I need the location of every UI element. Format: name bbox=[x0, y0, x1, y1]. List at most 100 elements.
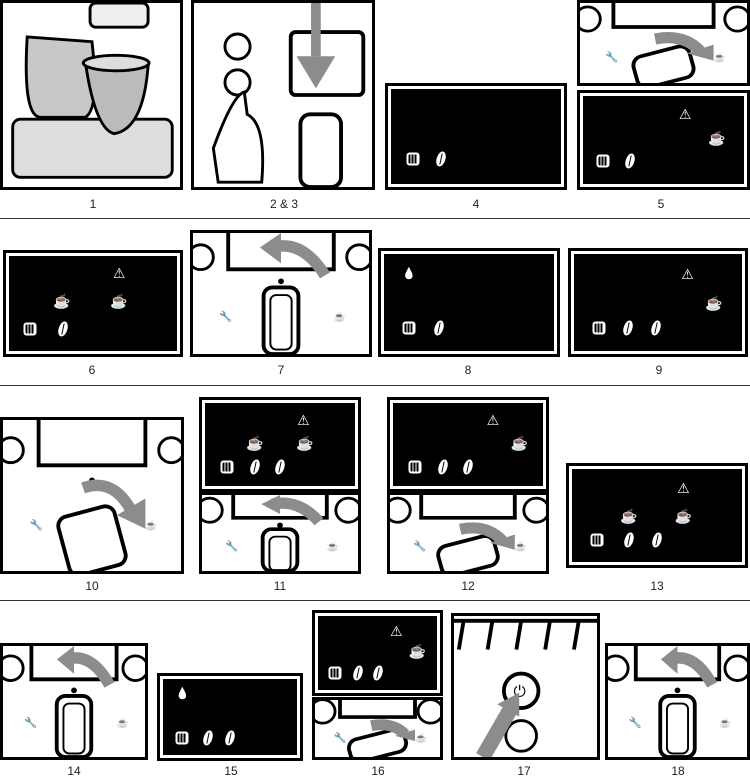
svg-text:☕: ☕ bbox=[334, 311, 346, 323]
knob-panel: 🔧☕ bbox=[0, 643, 148, 760]
power-button-illustration-drawing: ⏻ bbox=[454, 618, 597, 757]
bean-icon bbox=[650, 532, 664, 548]
bean-icon bbox=[351, 665, 364, 681]
knob-panel-drawing: 🔧☕ bbox=[580, 3, 747, 83]
svg-text:🔧: 🔧 bbox=[334, 731, 347, 744]
bean-icon bbox=[248, 459, 262, 475]
svg-text:🔧: 🔧 bbox=[629, 716, 642, 729]
divider bbox=[0, 218, 750, 219]
step-number-label: 6 bbox=[88, 363, 96, 377]
press-button-illustration-drawing bbox=[211, 3, 366, 187]
knob-panel-drawing: 🔧☕ bbox=[202, 495, 358, 571]
step-number-label: 7 bbox=[277, 363, 285, 377]
bean-icon bbox=[57, 321, 70, 337]
cup-icon: ☕ bbox=[52, 293, 71, 310]
step-number-label: 11 bbox=[273, 579, 287, 593]
bean-icon bbox=[201, 730, 214, 745]
display-panel: ⚠☕ bbox=[577, 90, 750, 190]
knob-panel-drawing: 🔧☕ bbox=[315, 700, 440, 757]
grind-icon bbox=[592, 321, 606, 335]
grind-icon bbox=[406, 152, 420, 166]
power-button-illustration: ⏻ bbox=[451, 613, 600, 760]
bean-icon bbox=[273, 459, 287, 475]
svg-text:🔧: 🔧 bbox=[413, 540, 426, 553]
grind-icon bbox=[23, 322, 37, 336]
knob-panel: 🔧☕ bbox=[199, 492, 361, 574]
bean-icon bbox=[623, 153, 637, 169]
svg-text:☕: ☕ bbox=[415, 732, 427, 744]
warning-icon: ⚠ bbox=[297, 411, 310, 428]
bean-icon bbox=[434, 151, 447, 167]
warning-icon: ⚠ bbox=[681, 265, 694, 282]
display-panel: ⚠☕ bbox=[568, 248, 748, 357]
double-cup-icon: ☕ bbox=[510, 434, 529, 451]
grind-icon bbox=[590, 533, 604, 547]
water-drop-icon: 💧 bbox=[402, 267, 417, 280]
step-number-label: 15 bbox=[224, 764, 238, 778]
step-number-label: 8 bbox=[464, 363, 472, 377]
grind-icon bbox=[175, 731, 189, 744]
grind-icon bbox=[328, 666, 342, 680]
grind-icon bbox=[408, 460, 422, 474]
display-panel: 💧 bbox=[157, 673, 303, 761]
knob-panel-drawing: 🔧☕ bbox=[3, 420, 181, 571]
bean-icon bbox=[371, 665, 384, 681]
step-number-label: 17 bbox=[517, 764, 531, 778]
knob-panel-drawing: 🔧☕ bbox=[193, 233, 369, 354]
grind-icon bbox=[220, 460, 234, 474]
svg-text:☕: ☕ bbox=[714, 52, 726, 64]
svg-text:🔧: 🔧 bbox=[219, 310, 232, 323]
double-cup-icon: ☕ bbox=[704, 294, 723, 311]
double-cup-icon: ☕ bbox=[408, 643, 427, 660]
display-panel: ⚠☕☕ bbox=[566, 463, 748, 568]
cup-icon: ☕ bbox=[620, 507, 638, 524]
svg-text:☕: ☕ bbox=[719, 717, 731, 729]
bean-icon bbox=[650, 320, 663, 336]
step-number-label: 12 bbox=[461, 579, 475, 593]
step-number-label: 18 bbox=[671, 764, 685, 778]
cups-illustration bbox=[0, 0, 183, 190]
bean-icon bbox=[436, 459, 450, 475]
step-number-label: 13 bbox=[650, 579, 664, 593]
step-number-label: 4 bbox=[472, 197, 480, 211]
bean-icon bbox=[223, 730, 237, 745]
water-drop-icon: 💧 bbox=[175, 688, 190, 701]
warning-icon: ⚠ bbox=[389, 622, 403, 639]
svg-text:🔧: 🔧 bbox=[225, 540, 238, 553]
step-number-label: 5 bbox=[657, 197, 665, 211]
svg-text:🔧: 🔧 bbox=[30, 519, 43, 532]
divider bbox=[0, 600, 750, 601]
warning-icon: ⚠ bbox=[112, 265, 126, 282]
warning-icon: ⚠ bbox=[677, 479, 690, 496]
knob-panel-drawing: 🔧☕ bbox=[3, 646, 145, 757]
step-number-label: 1 bbox=[89, 197, 97, 211]
cup-icon: ☕ bbox=[246, 434, 264, 451]
knob-panel: 🔧☕ bbox=[0, 417, 184, 574]
step-number-label: 16 bbox=[371, 764, 385, 778]
svg-text:🔧: 🔧 bbox=[24, 716, 37, 729]
bean-icon bbox=[461, 459, 475, 475]
grind-icon bbox=[402, 321, 416, 335]
display-panel: ⚠☕☕ bbox=[199, 397, 361, 492]
cups-illustration-drawing bbox=[11, 3, 174, 179]
bean-icon bbox=[432, 320, 446, 336]
svg-text:☕: ☕ bbox=[327, 541, 339, 553]
bean-icon bbox=[622, 320, 635, 336]
warning-icon: ⚠ bbox=[486, 411, 500, 428]
grind-icon bbox=[596, 154, 610, 168]
knob-panel: 🔧☕ bbox=[577, 0, 750, 86]
step-number-label: 10 bbox=[85, 579, 99, 593]
display-panel: ⚠☕☕ bbox=[3, 250, 183, 357]
knob-panel-drawing: 🔧☕ bbox=[390, 495, 546, 571]
svg-text:☕: ☕ bbox=[117, 717, 129, 729]
knob-panel: 🔧☕ bbox=[312, 697, 443, 760]
display-panel: 💧 bbox=[378, 248, 560, 357]
knob-panel-drawing: 🔧☕ bbox=[608, 646, 747, 757]
svg-text:☕: ☕ bbox=[515, 541, 527, 553]
bean-icon bbox=[622, 532, 635, 548]
step-number-label: 14 bbox=[67, 764, 81, 778]
display-panel: ⚠☕ bbox=[387, 397, 549, 492]
step-number-label: 2 & 3 bbox=[269, 197, 299, 211]
press-button-illustration bbox=[191, 0, 375, 190]
display-panel: ⚠☕ bbox=[312, 610, 443, 696]
